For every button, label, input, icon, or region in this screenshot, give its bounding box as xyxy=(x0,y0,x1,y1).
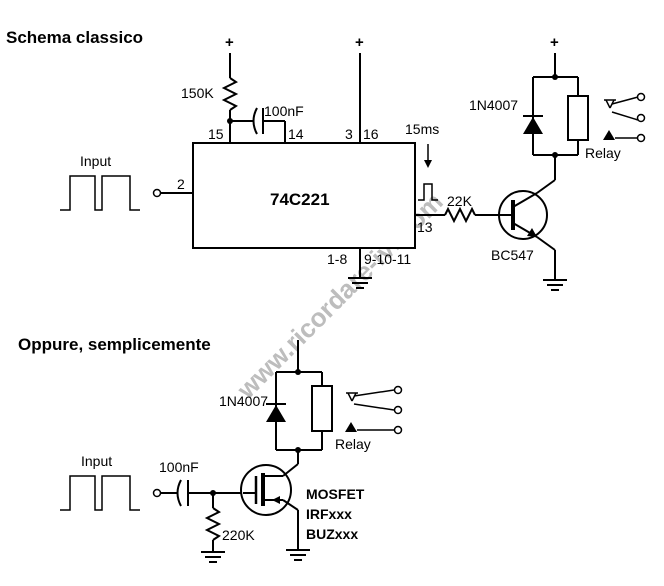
resistor-220k xyxy=(204,507,222,541)
plus-chip: + xyxy=(355,34,364,51)
resistor-150k xyxy=(221,77,239,111)
mosfet-label-0: MOSFET xyxy=(306,486,365,502)
pin-2-label: 2 xyxy=(177,176,185,192)
simple-capacitor-label: 100nF xyxy=(159,459,199,475)
classic-schematic: Input 2 74C221 + 150K 100nF 15 14 + 3 1 xyxy=(60,34,646,291)
simple-relay-label: Relay xyxy=(335,436,371,452)
simple-schematic: Input 100nF 220K MOSFET IRFxxx BUZxxx xyxy=(60,340,403,563)
mosfet-label-2: BUZxxx xyxy=(306,526,358,542)
simple-input-waveform: Input xyxy=(60,453,140,511)
resistor-22k-label: 22K xyxy=(447,193,473,209)
pulse-label: 15ms xyxy=(405,121,439,137)
classic-input-waveform: Input xyxy=(60,153,140,211)
plus-relay: + xyxy=(550,34,559,51)
simple-relay-coil xyxy=(311,385,333,432)
pin-14-label: 14 xyxy=(288,126,304,142)
resistor-22k xyxy=(444,206,476,224)
capacitor-100nf xyxy=(252,107,258,135)
chip-74c221 xyxy=(192,142,416,249)
classic-input-label: Input xyxy=(80,153,111,169)
classic-relay-coil xyxy=(567,95,589,141)
simple-resistor-label: 220K xyxy=(222,527,255,543)
classic-diode xyxy=(523,117,543,134)
pin-16-label: 16 xyxy=(363,126,379,142)
plus-timing: + xyxy=(225,34,234,51)
classic-diode-label: 1N4007 xyxy=(469,97,518,113)
classic-input-terminal xyxy=(152,188,162,198)
simple-diode xyxy=(266,405,286,422)
capacitor-100nf-label: 100nF xyxy=(264,103,304,119)
classic-relay-label: Relay xyxy=(585,145,621,161)
capacitor-100nf-simple xyxy=(176,479,182,507)
resistor-150k-label: 150K xyxy=(181,85,214,101)
mosfet-label-1: IRFxxx xyxy=(306,506,352,522)
simple-input-label: Input xyxy=(81,453,112,469)
transistor-label: BC547 xyxy=(491,247,534,263)
simple-diode-label: 1N4007 xyxy=(219,393,268,409)
mosfet xyxy=(240,464,292,516)
pin-gnd-a-label: 1-8 xyxy=(327,251,347,267)
pin-13-label: 13 xyxy=(417,219,433,235)
title-simple: Oppure, semplicemente xyxy=(18,335,211,354)
pin-3-label: 3 xyxy=(345,126,353,142)
pin-gnd-b-label: 9-10-11 xyxy=(364,251,411,267)
pin-15-label: 15 xyxy=(208,126,224,142)
title-classic: Schema classico xyxy=(6,28,143,47)
chip-label: 74C221 xyxy=(270,190,330,209)
simple-input-terminal xyxy=(152,488,162,498)
